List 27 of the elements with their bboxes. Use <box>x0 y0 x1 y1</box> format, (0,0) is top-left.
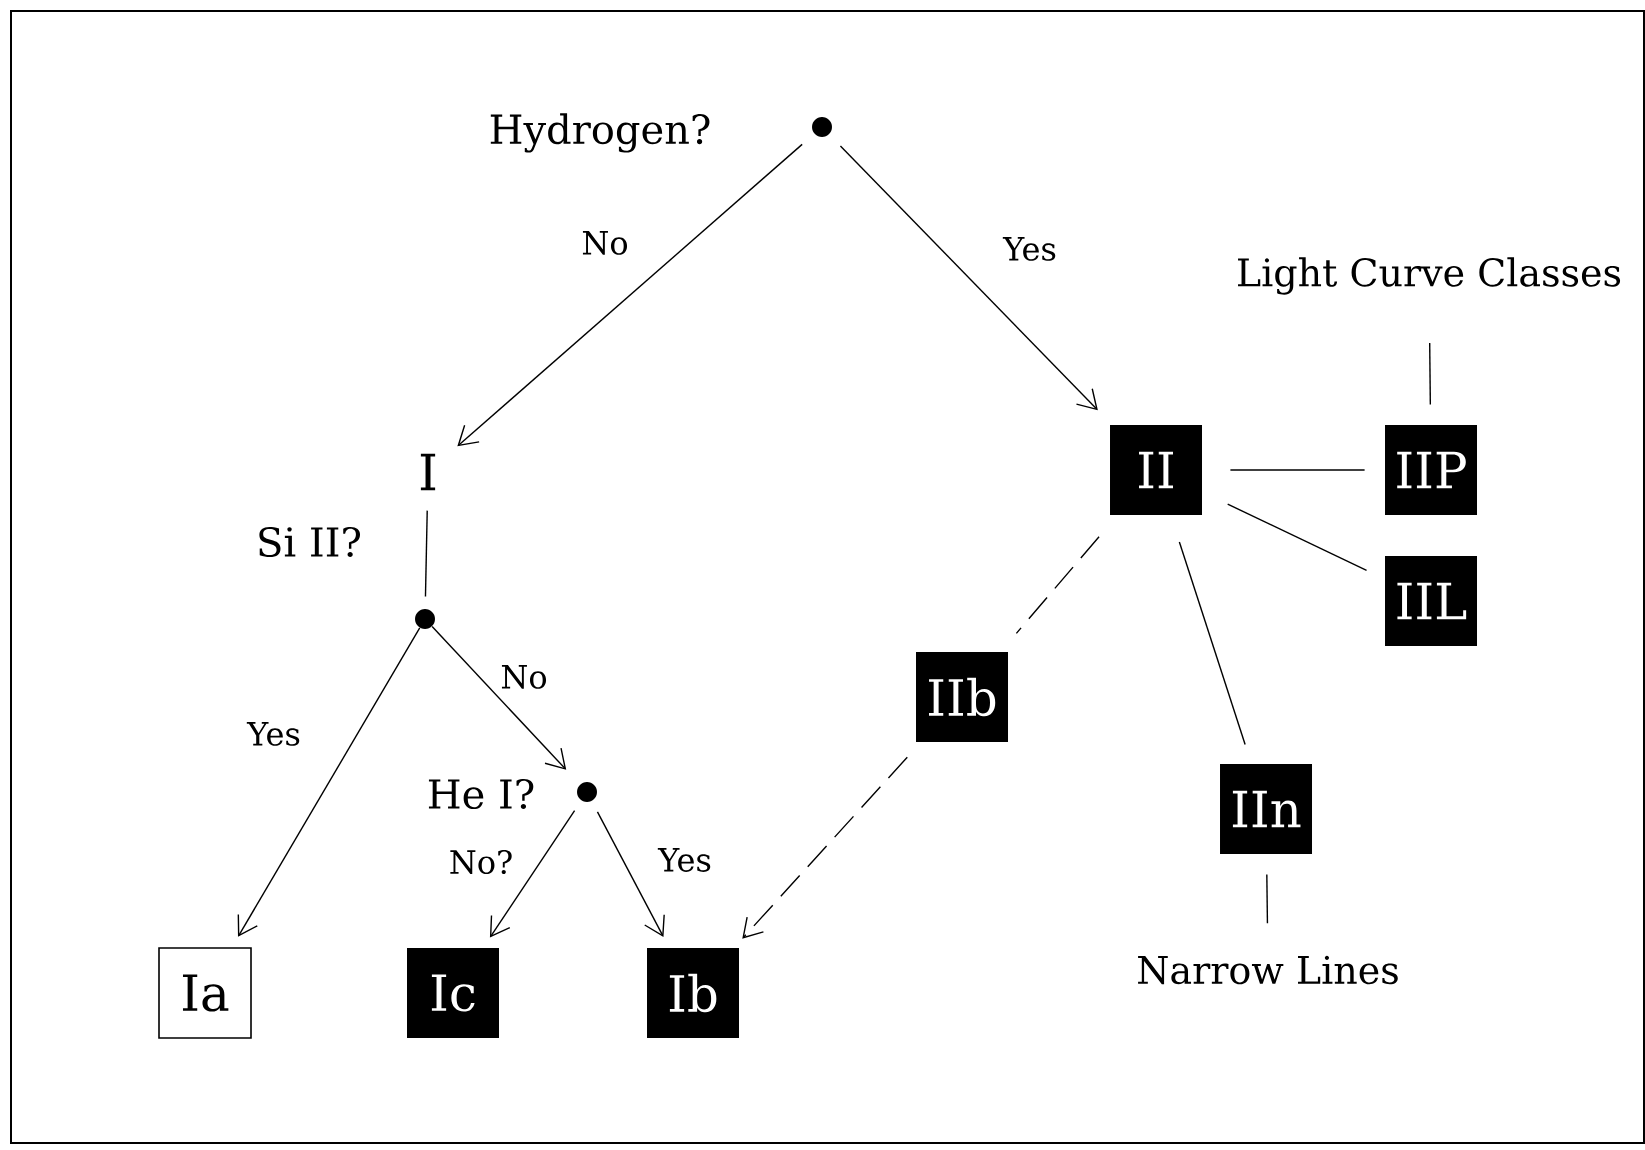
arrow <box>457 143 803 447</box>
question-label: He I? <box>428 778 534 810</box>
arrow <box>839 145 1098 411</box>
edge-label: Yes <box>656 846 714 874</box>
arrow <box>431 625 567 770</box>
type-box: Ic <box>407 948 499 1038</box>
type-box: Ib <box>647 948 739 1038</box>
type-box: IIn <box>1220 764 1312 854</box>
type-box: II <box>1110 425 1202 515</box>
class-label: Light Curve Classes <box>1238 257 1621 295</box>
type-box: IIb <box>916 652 1008 742</box>
type-box: IIP <box>1385 425 1477 515</box>
arrow <box>489 809 576 938</box>
question-label: Hydrogen? <box>490 113 710 153</box>
arrow <box>596 811 665 937</box>
type-box: IIL <box>1385 556 1477 646</box>
edge-label: Yes <box>245 720 303 748</box>
type-label: I <box>420 453 436 491</box>
class-label: Narrow Lines <box>1138 955 1398 985</box>
arrow <box>237 627 421 937</box>
edge-label: Yes <box>1001 235 1059 263</box>
edge-label: No <box>498 663 550 691</box>
arrow <box>742 756 908 939</box>
edge-label: No <box>579 229 631 257</box>
edge-label: No? <box>446 847 516 877</box>
question-label: Si II? <box>259 526 360 558</box>
type-box: Ia <box>158 947 252 1039</box>
